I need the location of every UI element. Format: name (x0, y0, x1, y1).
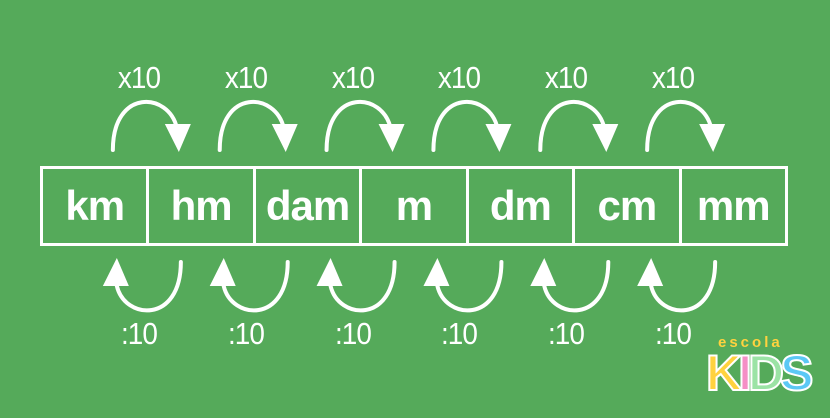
logo-top-text: escola (718, 334, 783, 351)
logo-letter: S (779, 344, 814, 402)
divide-label: :10 (334, 316, 372, 351)
unit-cell-hm: hm (149, 169, 256, 243)
multiply-arrow-head (699, 124, 726, 152)
multiply-arrow (431, 99, 500, 152)
unit-cell-dm: dm (469, 169, 576, 243)
unit-cell-m: m (362, 169, 469, 243)
divide-label: :10 (441, 316, 478, 351)
divide-arrow (649, 260, 718, 313)
divide-arrow (435, 260, 504, 313)
multiply-arrow-head (592, 124, 619, 152)
divide-arrow (328, 260, 397, 313)
divide-arrow-head (423, 258, 450, 286)
divide-arrow-head (530, 258, 557, 286)
logo-letter: K (705, 344, 743, 402)
unit-cell-km: km (43, 169, 150, 243)
divide-arrow-head (637, 258, 664, 286)
multiply-label: x10 (117, 60, 161, 95)
multiply-arrow (217, 99, 286, 152)
multiply-label: x10 (438, 60, 481, 95)
logo-letter: D (747, 344, 785, 402)
multiply-arrow (324, 99, 393, 152)
multiply-arrow (645, 99, 714, 152)
divide-arrow (221, 260, 290, 313)
multiply-arrow-head (485, 124, 512, 152)
multiply-arrow (538, 99, 607, 152)
multiply-arrow-head (271, 124, 298, 152)
logo-main-text: KIDS (705, 344, 815, 402)
unit-cell-dam: dam (256, 169, 363, 243)
multiply-label: x10 (331, 60, 374, 95)
multiply-label: x10 (651, 60, 695, 95)
divide-label: :10 (655, 316, 692, 351)
divide-label: :10 (548, 316, 585, 351)
escola-kids-logo: escola KIDS (705, 334, 824, 404)
units-table: km hm dam m dm cm mm (40, 166, 788, 246)
multiply-arrow-head (378, 124, 405, 152)
divide-arrow-head (316, 258, 343, 286)
logo-letter: I (737, 344, 753, 402)
divide-arrow (542, 260, 611, 313)
divide-arrow (114, 260, 183, 313)
unit-cell-cm: cm (575, 169, 682, 243)
divide-arrow-head (209, 258, 236, 286)
divide-label: :10 (120, 316, 158, 351)
multiply-label: x10 (545, 60, 588, 95)
multiply-arrow-head (164, 124, 191, 152)
divide-arrow-head (102, 258, 129, 286)
multiply-arrow (110, 99, 179, 152)
unit-cell-mm: mm (696, 182, 771, 229)
divide-label: :10 (227, 316, 265, 351)
multiply-label: x10 (224, 60, 268, 95)
